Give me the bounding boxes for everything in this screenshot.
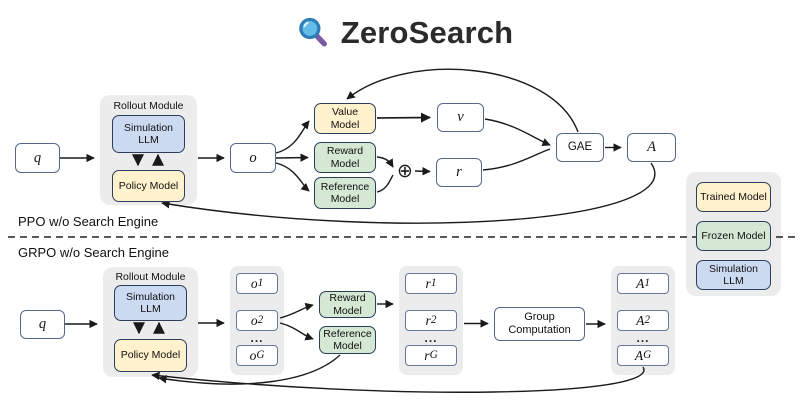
rG-base: r [424,347,430,363]
ppo-section-label: PPO w/o Search Engine [18,214,159,229]
grpo-section-label: GRPO w/o Search Engine [18,245,170,260]
ppo-simulation-llm-box: Simulation LLM [112,115,185,153]
grpo-o-stack-ellipsis: ... [250,330,264,345]
r2-sub: 2 [430,314,437,327]
plus-circle-icon: ⊕ [397,159,413,182]
arrow-ppo-v-to-gae [484,118,551,147]
r1-base: r [425,275,431,291]
grpo-reference-model-box: Reference Model [319,326,376,354]
arrow-ppo-reward-to-plus [376,156,394,168]
ppo-v-node: v [437,103,484,132]
ppo-policy-model-box: Policy Model [112,170,185,202]
diagram-header: ZeroSearch [0,10,808,56]
magnifier-icon [298,17,327,47]
oG-sub: G [256,349,265,362]
rG-sub: G [429,349,438,362]
ppo-advantage-node: A [627,133,676,162]
grpo-rollout-module-title: Rollout Module [115,271,186,283]
ppo-r-node: r [436,158,482,187]
ppo-value-model-box: Value Model [314,103,376,134]
a2-sub: 2 [644,314,650,327]
grpo-query-node: q [20,310,65,339]
o1-base: o [250,275,258,291]
oG-base: o [249,347,257,363]
grpo-a-stack-ellipsis: ... [636,330,650,345]
arrow-ppo-o-to-value [275,120,310,154]
ppo-reward-model-box: Reward Model [314,142,376,173]
ppo-rollout-module-title: Rollout Module [113,100,184,112]
arrow-grpo-o2-to-reward [279,302,314,319]
aG-sub: G [643,349,652,362]
grpo-reward-model-box: Reward Model [319,291,376,318]
grpo-simulation-llm-box: Simulation LLM [114,285,187,321]
o2-sub: 2 [257,314,264,327]
arrow-ppo-value-to-v [376,112,432,123]
o1-sub: 1 [257,277,264,290]
a2-base: A [636,312,645,328]
ppo-query-node: q [15,143,60,173]
arrow-ppo-plus-to-r [414,167,431,176]
arrow-grpo-a-to-policy-feedback [151,366,645,393]
legend-trained-model: Trained Model [696,182,771,212]
aG-base: A [634,347,644,363]
r1-sub: 1 [430,277,437,290]
a1-base: A [636,275,645,291]
ppo-gae-node: GAE [556,133,604,162]
legend-frozen-model: Frozen Model [696,221,771,251]
r2-base: r [425,312,431,328]
o2-base: o [250,312,258,328]
a1-sub: 1 [644,277,650,290]
grpo-policy-model-box: Policy Model [114,339,187,372]
arrow-ppo-reference-to-plus [376,174,394,193]
page-title: ZeroSearch [340,15,514,50]
grpo-r-stack-ellipsis: ... [424,330,438,345]
grpo-group-computation-box: Group Computation [494,307,585,341]
ppo-reference-model-box: Reference Model [314,177,376,209]
legend-simulation-llm: Simulation LLM [696,260,771,290]
arrow-grpo-o2-to-reference [279,322,314,341]
ppo-output-node: o [230,143,276,173]
arrow-ppo-r-to-gae [482,148,551,171]
arrow-ppo-o-to-reward [275,153,309,162]
arrow-ppo-o-to-reference [275,162,310,192]
